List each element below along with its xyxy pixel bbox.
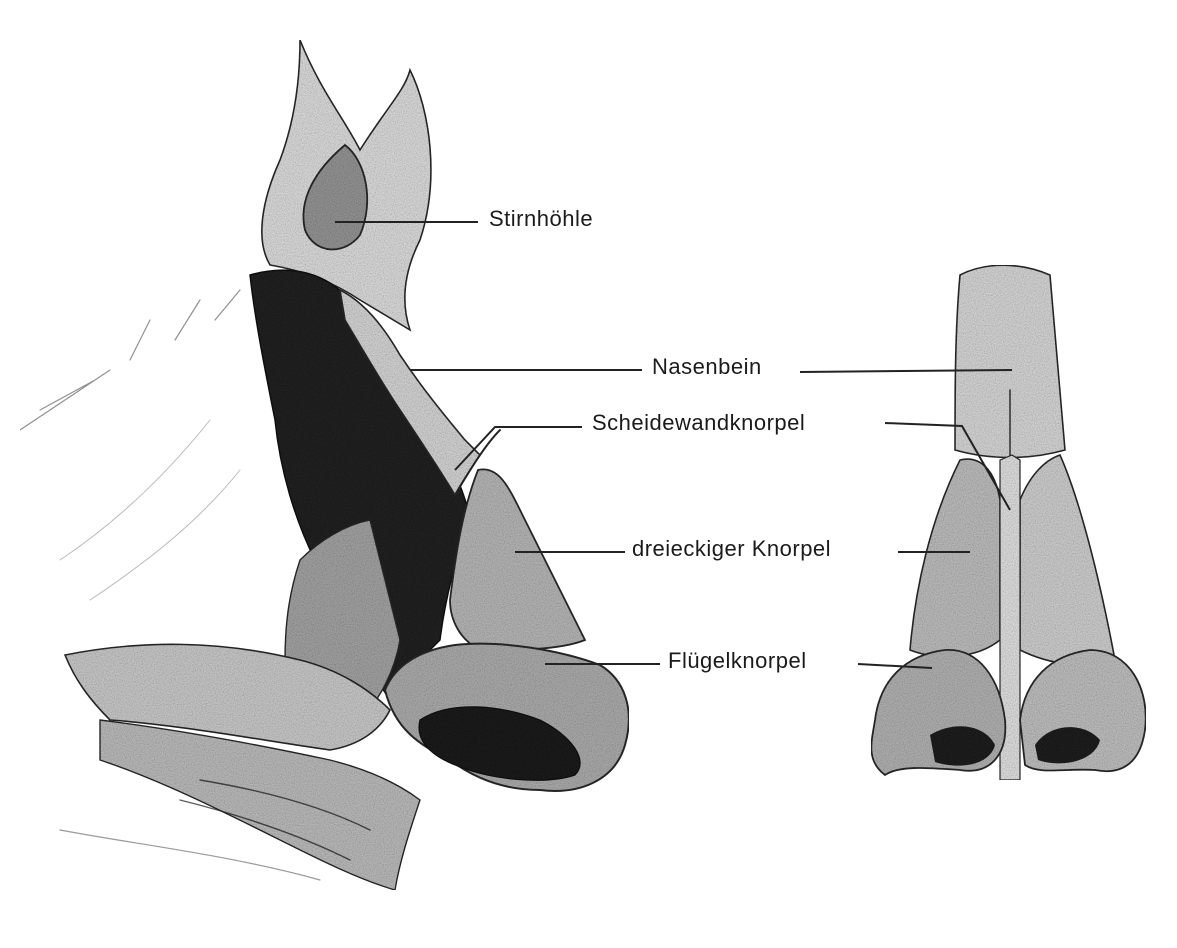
triangular-cartilage-left — [910, 459, 1000, 657]
label-scheidewandknorpel: Scheidewandknorpel — [592, 412, 805, 434]
lateral-view — [20, 40, 629, 890]
label-dreieckiger-knorpel: dreieckiger Knorpel — [632, 538, 831, 560]
frontal-view — [871, 265, 1145, 780]
label-fluegelknorpel: Flügelknorpel — [668, 650, 807, 672]
label-stirnhoehle: Stirnhöhle — [489, 208, 593, 230]
maxilla-lower — [100, 720, 420, 890]
label-nasenbein: Nasenbein — [652, 356, 762, 378]
triangular-cartilage-right — [1020, 455, 1115, 665]
triangular-cartilage — [450, 469, 585, 650]
